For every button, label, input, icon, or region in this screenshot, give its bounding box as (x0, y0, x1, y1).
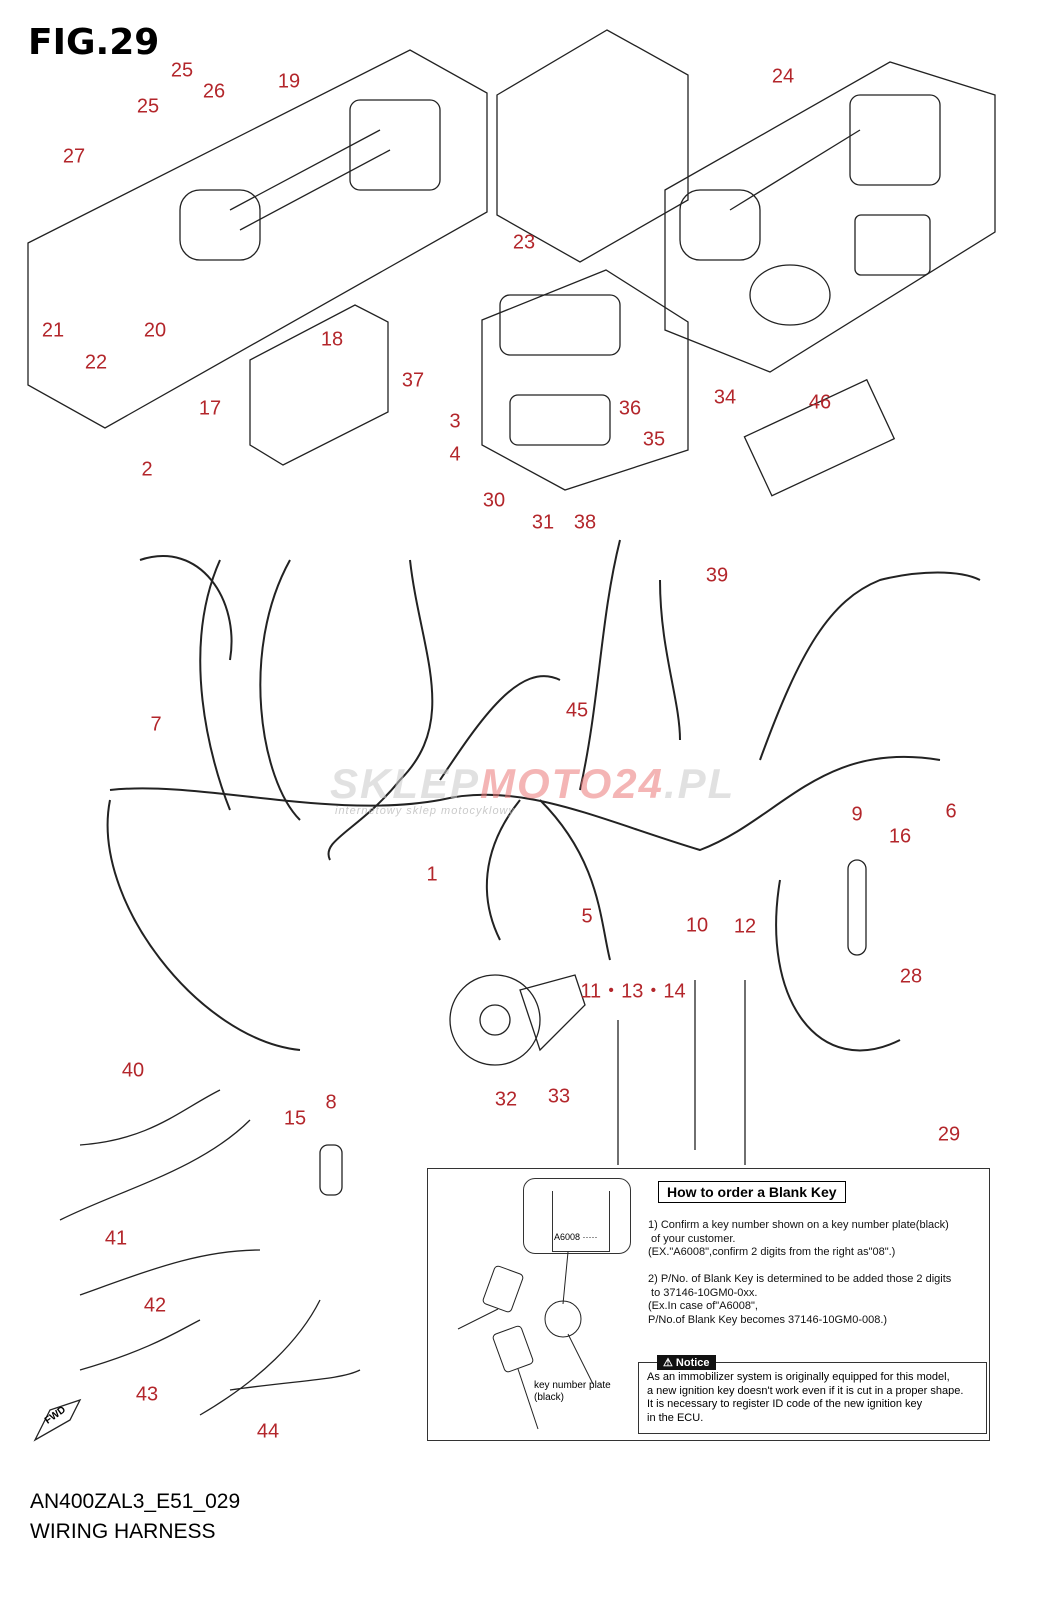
callout-37: 37 (401, 369, 425, 392)
callout-18: 18 (320, 328, 344, 351)
ignition-switch-set-outline (27, 49, 488, 429)
callout-45: 45 (565, 699, 589, 722)
ignition-key-illustration (457, 1251, 594, 1430)
main-harness (106, 539, 981, 1052)
callout-26: 26 (202, 80, 226, 103)
callout-39: 39 (705, 564, 729, 587)
key-number-plate-callout: A6008 ····· (523, 1178, 631, 1254)
figure-title: FIG.29 (28, 22, 160, 63)
clamp-part (847, 859, 867, 956)
callout-8: 8 (325, 1091, 337, 1114)
callout-31: 31 (531, 511, 555, 534)
callout-22: 22 (84, 351, 108, 374)
callout-20: 20 (143, 319, 167, 342)
callout-2: 2 (141, 458, 153, 481)
callout-25b: 25 (136, 95, 160, 118)
callout-4: 4 (449, 443, 461, 466)
callout-16: 16 (888, 825, 912, 848)
plate-number: A6008 ····· (554, 1232, 598, 1242)
socket-assy-outline (249, 304, 389, 466)
fwd-arrow-icon (33, 1398, 82, 1442)
callout-46: 46 (808, 391, 832, 414)
callout-21: 21 (41, 319, 65, 342)
callout-43: 43 (135, 1383, 159, 1406)
lock-set-outline (664, 61, 996, 373)
callout-27: 27 (62, 145, 86, 168)
callout-9: 9 (851, 803, 863, 826)
callout-19: 19 (277, 70, 301, 93)
callout-17: 17 (198, 397, 222, 420)
callout-25: 25 (170, 59, 194, 82)
ignition-switch-part (179, 99, 441, 261)
callout-40: 40 (121, 1059, 145, 1082)
step-1: 1) Confirm a key number shown on a key n… (648, 1219, 949, 1258)
blank-key-info-box: A6008 ····· key number plate(black) How … (427, 1168, 990, 1441)
callout-5: 5 (581, 905, 593, 928)
callout-38: 38 (573, 511, 597, 534)
notice-box: ⚠ Notice As an immobilizer system is ori… (638, 1355, 987, 1434)
callout-33: 33 (547, 1085, 571, 1108)
callout-34: 34 (713, 386, 737, 409)
callout-28: 28 (899, 965, 923, 988)
step-2: 2) P/No. of Blank Key is determined to b… (648, 1273, 952, 1326)
callout-3: 3 (449, 410, 461, 433)
cable-ties (617, 980, 746, 1165)
callout-35: 35 (642, 428, 666, 451)
callout-42: 42 (143, 1294, 167, 1317)
callout-12: 12 (733, 915, 757, 938)
handle-lock-set-outline (496, 29, 689, 263)
callout-6: 6 (945, 800, 957, 823)
callout-29: 29 (937, 1123, 961, 1146)
callout-15: 15 (283, 1107, 307, 1130)
model-code: AN400ZAL3_E51_029 (30, 1490, 241, 1513)
watermark-tagline: internetowy sklep motocyklowy (335, 805, 516, 817)
blank-key-heading: How to order a Blank Key (658, 1181, 846, 1203)
notice-text: As an immobilizer system is originally e… (647, 1371, 964, 1424)
sub-harnesses (59, 1089, 361, 1416)
notice-label: ⚠ Notice (657, 1355, 716, 1370)
callout-41: 41 (104, 1227, 128, 1250)
horn-part (449, 974, 586, 1066)
callout-24: 24 (771, 65, 795, 88)
callout-7: 7 (150, 713, 162, 736)
callout-30: 30 (482, 489, 506, 512)
callout-32: 32 (494, 1088, 518, 1111)
ecm-set-outline (481, 269, 689, 491)
callout-44: 44 (256, 1420, 280, 1443)
bracket-part (319, 1144, 343, 1196)
tape-part (743, 378, 896, 497)
callout-23: 23 (512, 231, 536, 254)
callout-10: 10 (685, 914, 709, 937)
watermark: SKLEPMOTO24.PL (330, 760, 736, 807)
callout-11-13-14: 11・13・14 (580, 980, 686, 1003)
section-title: WIRING HARNESS (30, 1520, 216, 1543)
ignition-switch-part-2 (679, 94, 941, 326)
ecm-part (499, 294, 621, 446)
plate-caption: key number plate(black) (534, 1380, 611, 1403)
callout-1: 1 (426, 863, 438, 886)
callout-36: 36 (618, 397, 642, 420)
